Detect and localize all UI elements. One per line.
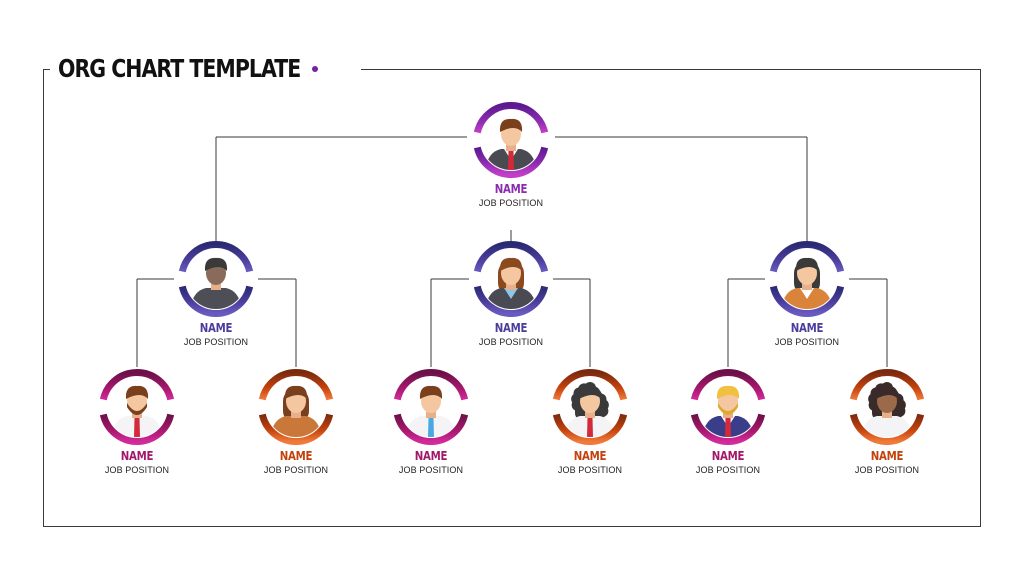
- node-m2[interactable]: [473, 241, 549, 317]
- node-job-position: JOB POSITION: [774, 337, 840, 347]
- node-job-position: JOB POSITION: [854, 465, 920, 475]
- avatar-ring: [393, 369, 469, 445]
- avatar-ring: [849, 369, 925, 445]
- person-avatar-icon: [107, 377, 167, 437]
- node-job-position: JOB POSITION: [478, 337, 544, 347]
- page-title: ORG CHART TEMPLATE: [58, 53, 301, 83]
- node-label-m3: NAME JOB POSITION: [747, 321, 867, 347]
- person-avatar-icon: [266, 377, 326, 437]
- node-s2[interactable]: [258, 369, 334, 445]
- node-job-position: JOB POSITION: [183, 337, 249, 347]
- avatar-ring: [473, 241, 549, 317]
- node-job-position: JOB POSITION: [263, 465, 329, 475]
- avatar-ring: [99, 369, 175, 445]
- node-m3[interactable]: [769, 241, 845, 317]
- node-name: NAME: [199, 321, 233, 335]
- title-accent-dot: [312, 66, 318, 72]
- person-avatar-icon: [481, 110, 541, 170]
- node-name: NAME: [414, 449, 448, 463]
- node-name: NAME: [711, 449, 745, 463]
- node-name: NAME: [573, 449, 607, 463]
- node-job-position: JOB POSITION: [104, 465, 170, 475]
- node-name: NAME: [494, 321, 528, 335]
- node-name: NAME: [120, 449, 154, 463]
- title-wrap: ORG CHART TEMPLATE: [50, 48, 362, 88]
- avatar-ring: [473, 102, 549, 178]
- avatar-ring: [552, 369, 628, 445]
- person-avatar-icon: [857, 377, 917, 437]
- node-m1[interactable]: [178, 241, 254, 317]
- node-job-position: JOB POSITION: [398, 465, 464, 475]
- node-s4[interactable]: [552, 369, 628, 445]
- node-s6[interactable]: [849, 369, 925, 445]
- node-label-m2: NAME JOB POSITION: [451, 321, 571, 347]
- node-s3[interactable]: [393, 369, 469, 445]
- node-name: NAME: [279, 449, 313, 463]
- person-avatar-icon: [560, 377, 620, 437]
- node-job-position: JOB POSITION: [695, 465, 761, 475]
- node-name: NAME: [790, 321, 824, 335]
- node-label-s1: NAME JOB POSITION: [77, 449, 197, 475]
- node-label-s3: NAME JOB POSITION: [371, 449, 491, 475]
- person-avatar-icon: [777, 249, 837, 309]
- person-avatar-icon: [698, 377, 758, 437]
- avatar-ring: [178, 241, 254, 317]
- node-label-m1: NAME JOB POSITION: [156, 321, 276, 347]
- node-label-ceo: NAME JOB POSITION: [451, 182, 571, 208]
- person-avatar-icon: [186, 249, 246, 309]
- node-label-s4: NAME JOB POSITION: [530, 449, 650, 475]
- chart-frame: [43, 69, 981, 527]
- node-label-s2: NAME JOB POSITION: [236, 449, 356, 475]
- node-name: NAME: [494, 182, 528, 196]
- node-s5[interactable]: [690, 369, 766, 445]
- avatar-ring: [258, 369, 334, 445]
- avatar-ring: [690, 369, 766, 445]
- person-avatar-icon: [481, 249, 541, 309]
- connector-lines: [136, 136, 888, 367]
- node-job-position: JOB POSITION: [557, 465, 623, 475]
- node-label-s6: NAME JOB POSITION: [827, 449, 947, 475]
- node-label-s5: NAME JOB POSITION: [668, 449, 788, 475]
- node-name: NAME: [870, 449, 904, 463]
- node-s1[interactable]: [99, 369, 175, 445]
- node-ceo[interactable]: [473, 102, 549, 178]
- node-job-position: JOB POSITION: [478, 198, 544, 208]
- person-avatar-icon: [401, 377, 461, 437]
- avatar-ring: [769, 241, 845, 317]
